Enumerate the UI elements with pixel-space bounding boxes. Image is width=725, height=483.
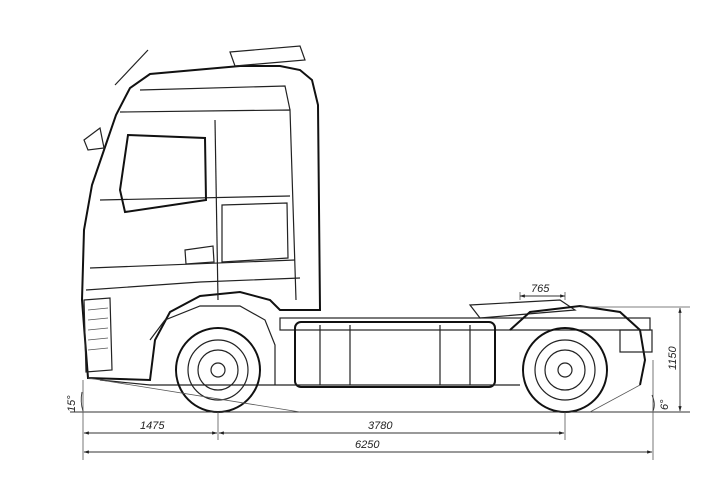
label-fifth-wheel-offset: 765 [531, 283, 550, 295]
cab-door-window [118, 133, 208, 214]
label-front-overhang: 1475 [140, 420, 165, 432]
label-overall-length: 6250 [355, 439, 380, 451]
roof-spoiler [229, 45, 306, 67]
cab [80, 45, 322, 385]
fuel-tank [294, 321, 496, 388]
dim-arc-departure [651, 394, 655, 412]
rear-light [619, 329, 653, 353]
door-handle [184, 245, 215, 265]
front-wheel [175, 327, 261, 413]
cab-side-window [221, 202, 289, 263]
label-departure-angle: 6° [659, 399, 671, 410]
mirror [83, 126, 105, 151]
rear-wheel [522, 327, 608, 413]
label-wheelbase: 3780 [368, 420, 393, 432]
label-approach-angle: 15° [66, 395, 78, 412]
dim-arc-approach [80, 391, 84, 412]
fifth-wheel [468, 299, 577, 319]
label-fifth-wheel-height: 1150 [667, 345, 679, 370]
antenna [114, 49, 149, 86]
chassis [99, 299, 653, 388]
